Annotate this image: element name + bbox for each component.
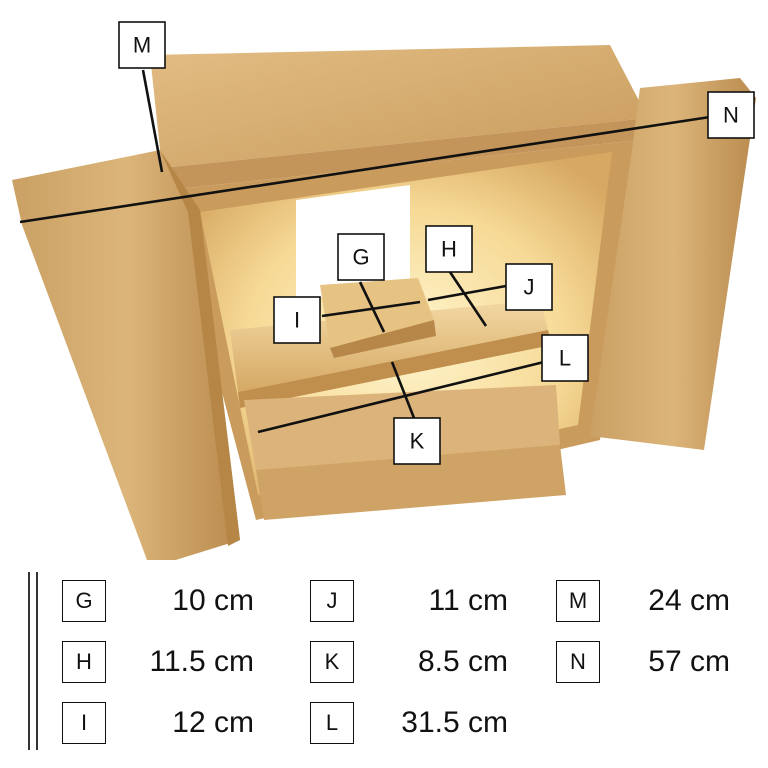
left-door-edge [160, 150, 240, 546]
cabinet-top [150, 45, 648, 168]
callout-G: G [337, 233, 385, 281]
callout-label-L: L [559, 346, 571, 371]
line-I [321, 300, 421, 318]
callout-J: J [505, 263, 553, 311]
callout-N: N [707, 91, 755, 139]
cabinet-dimension-diagram: M N G H I J L K [12, 21, 756, 560]
legend-key-G: G [62, 580, 106, 622]
legend-key-N: N [556, 641, 600, 683]
legend-key-K: K [310, 641, 354, 683]
line-N [19, 115, 711, 224]
callout-label-N: N [723, 103, 739, 128]
measurement-lines [19, 69, 711, 434]
callout-label-G: G [352, 245, 369, 270]
legend-value-K: 8.5 cm [417, 645, 508, 678]
legend-double-rule-inner [36, 572, 38, 750]
legend-value-H: 11.5 cm [149, 645, 255, 678]
line-H [448, 271, 488, 327]
legend-key-J: J [310, 580, 354, 622]
callout-M: M [118, 21, 166, 69]
legend-value-N: 57 cm [648, 645, 730, 678]
legend-value-I: 12 cm [172, 706, 254, 739]
callout-I: I [273, 296, 321, 344]
callout-label-M: M [133, 33, 151, 58]
callout-label-J: J [524, 275, 535, 300]
right-door [590, 78, 756, 450]
left-door [12, 150, 240, 560]
legend-value-G: 10 cm [172, 584, 254, 617]
callout-label-K: K [410, 429, 425, 454]
legend-key-H: H [62, 641, 106, 683]
callout-label-I: I [294, 308, 300, 333]
cabinet-top-front [162, 118, 648, 190]
legend-value-M: 24 cm [648, 584, 730, 617]
line-M [141, 69, 164, 173]
callout-H: H [425, 225, 473, 273]
callout-K: K [393, 417, 441, 465]
legend-key-L: L [310, 702, 354, 744]
legend-double-rule-outer [28, 572, 30, 750]
legend-key-M: M [556, 580, 600, 622]
line-K [390, 361, 416, 419]
drawer-base [256, 445, 566, 520]
legend-key-I: I [62, 702, 106, 744]
callout-L: L [541, 334, 589, 382]
line-L [257, 360, 545, 434]
small-step [320, 278, 434, 348]
legend-value-L: 31.5 cm [401, 706, 508, 739]
small-step-front [330, 320, 436, 358]
cabinet [12, 45, 756, 560]
legend-value-J: 11 cm [428, 584, 508, 617]
line-G [358, 281, 386, 333]
line-J [427, 284, 507, 302]
callout-label-H: H [441, 237, 457, 262]
